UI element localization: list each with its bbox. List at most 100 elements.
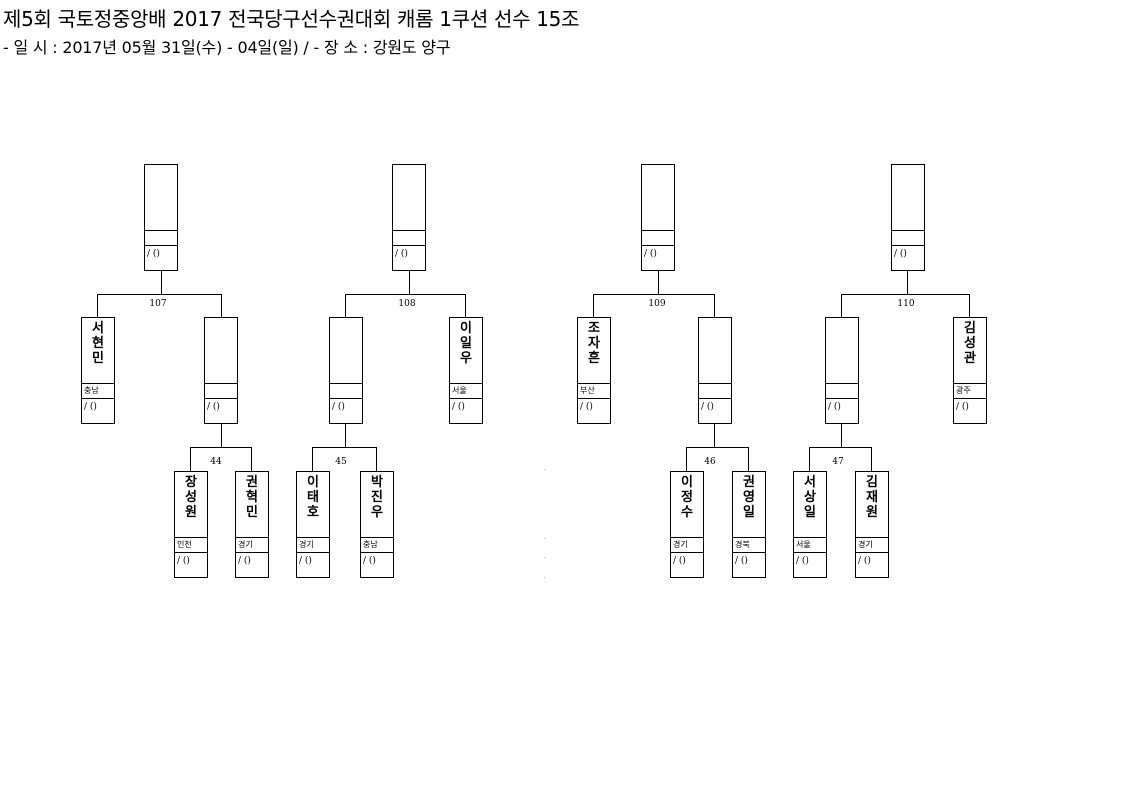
player-region: 경기 (671, 537, 703, 553)
connector-line (409, 271, 410, 295)
player-name (393, 165, 425, 230)
player-region: 경기 (297, 537, 329, 553)
match-number-108: 108 (398, 299, 416, 309)
center-mark (544, 557, 545, 558)
score-field: / () (238, 556, 251, 566)
player-region (826, 383, 858, 399)
connector-line (161, 271, 162, 295)
player-region: 인천 (175, 537, 207, 553)
connector-line (312, 447, 377, 448)
player-region: 충남 (82, 383, 114, 399)
connector-line (190, 447, 191, 471)
player-name (642, 165, 674, 230)
match-number-109: 109 (648, 299, 666, 309)
player-name (826, 318, 858, 383)
connector-line (748, 447, 749, 471)
score-field: / () (796, 556, 809, 566)
connector-line (809, 447, 810, 471)
match-number-45: 45 (335, 457, 347, 467)
connector-line (841, 294, 970, 295)
connector-line (714, 294, 715, 317)
connector-line (841, 424, 842, 448)
score-field: / () (673, 556, 686, 566)
player-region: 부산 (578, 383, 610, 399)
player-region (145, 230, 177, 246)
connector-line (376, 447, 377, 471)
player-name (892, 165, 924, 230)
connector-line (465, 294, 466, 317)
score-field: / () (332, 402, 345, 412)
score-field: / () (858, 556, 871, 566)
connector-line (907, 271, 908, 295)
player-region: 경기 (236, 537, 268, 553)
connector-line (251, 447, 252, 471)
score-field: / () (84, 402, 97, 412)
player-name (145, 165, 177, 230)
player-region (892, 230, 924, 246)
center-mark (544, 538, 545, 539)
connector-line (871, 447, 872, 471)
player-region: 광주 (954, 383, 986, 399)
connector-line (345, 424, 346, 448)
player-region (393, 230, 425, 246)
score-field: / () (735, 556, 748, 566)
winner-slot-109: / () (641, 164, 675, 271)
connector-line (97, 294, 222, 295)
winner-slot-107: / () (144, 164, 178, 271)
connector-line (969, 294, 970, 317)
player-name (205, 318, 237, 383)
player-slot-109b: / () (698, 317, 732, 424)
page-title: 제5회 국토정중앙배 2017 전국당구선수권대회 캐롬 1쿠션 선수 15조 (3, 7, 580, 31)
player-slot-108a: / () (329, 317, 363, 424)
connector-line (714, 424, 715, 448)
connector-line (686, 447, 687, 471)
winner-slot-110: / () (891, 164, 925, 271)
match-number-110: 110 (897, 299, 915, 309)
player-slot-107b: / () (204, 317, 238, 424)
score-field: / () (701, 402, 714, 412)
player-name (699, 318, 731, 383)
connector-line (345, 294, 466, 295)
connector-line (221, 424, 222, 448)
score-field: / () (395, 249, 408, 259)
winner-slot-108: / () (392, 164, 426, 271)
player-region: 충남 (361, 537, 393, 553)
connector-line (593, 294, 715, 295)
match-number-46: 46 (704, 457, 716, 467)
center-mark (544, 469, 545, 470)
connector-line (658, 271, 659, 295)
player-region: 서울 (450, 383, 482, 399)
score-field: / () (644, 249, 657, 259)
connector-line (841, 294, 842, 317)
score-field: / () (956, 402, 969, 412)
connector-line (593, 294, 594, 317)
connector-line (190, 447, 252, 448)
score-field: / () (452, 402, 465, 412)
page-subtitle: - 일 시 : 2017년 05월 31일(수) - 04일(일) / - 장 … (3, 38, 451, 57)
player-region (205, 383, 237, 399)
player-region (642, 230, 674, 246)
score-field: / () (207, 402, 220, 412)
match-number-44: 44 (210, 457, 222, 467)
connector-line (312, 447, 313, 471)
connector-line (809, 447, 872, 448)
connector-line (345, 294, 346, 317)
